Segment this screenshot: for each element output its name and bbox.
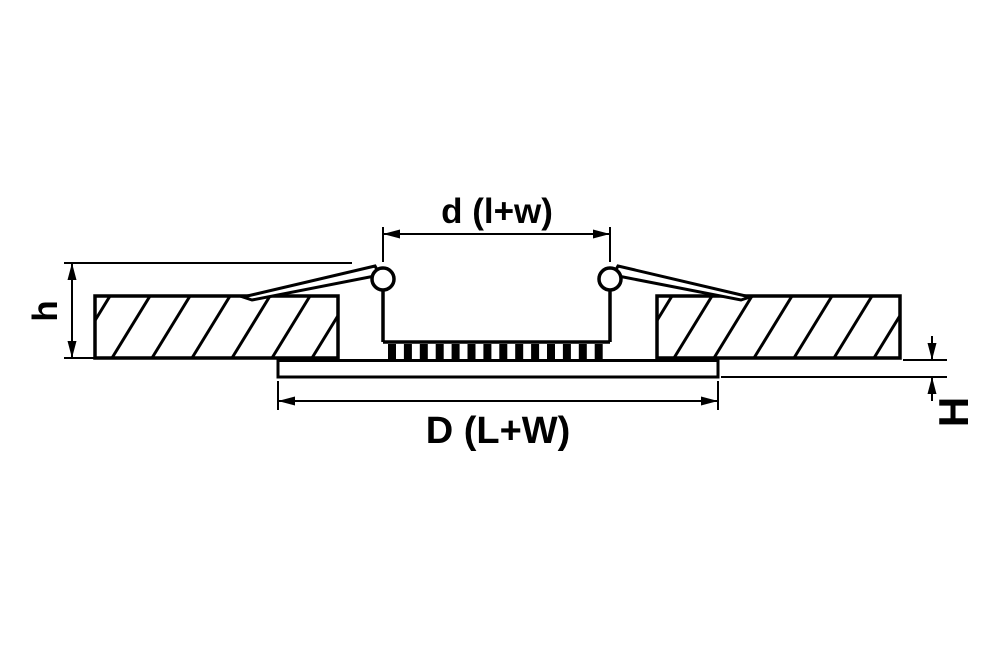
- ceiling-block-right: [655, 294, 902, 360]
- fin: [451, 344, 460, 360]
- arrowhead-icon: [593, 229, 610, 239]
- fin: [594, 344, 603, 360]
- hatch-line: [655, 295, 674, 322]
- ceiling-block-left: [93, 294, 340, 360]
- hatch-line: [872, 314, 902, 359]
- fin: [499, 344, 508, 360]
- hatch-line: [150, 295, 192, 359]
- fin: [531, 344, 540, 360]
- arrowhead-icon: [383, 229, 400, 239]
- dimension-right: H: [721, 336, 977, 427]
- ceiling-block-right-outline: [655, 294, 902, 360]
- arrowhead-icon: [927, 377, 937, 394]
- fin: [388, 344, 396, 360]
- arrowhead-icon: [701, 396, 718, 406]
- fin: [547, 344, 555, 360]
- hatch-line: [230, 295, 272, 359]
- hatch-line: [712, 295, 754, 359]
- fin: [578, 344, 587, 360]
- fin: [562, 344, 571, 360]
- trim-plate: [276, 359, 720, 379]
- hatch-line: [792, 295, 834, 359]
- ceiling-block-left-outline: [93, 294, 340, 360]
- hatch-right: [655, 295, 902, 359]
- hatch-line: [310, 314, 340, 359]
- right-dimension-label: H: [930, 397, 977, 427]
- arrowhead-icon: [67, 341, 77, 358]
- hatch-line: [832, 295, 874, 359]
- top-dimension-label: d (l+w): [441, 192, 553, 231]
- fin: [483, 344, 492, 360]
- hatch-left: [93, 295, 340, 359]
- fin: [467, 344, 476, 360]
- dimension-left: h: [26, 262, 352, 359]
- clip-pivot-left: [370, 266, 396, 292]
- bottom-dimension-label: D (L+W): [426, 410, 571, 452]
- fin: [403, 344, 412, 360]
- hatch-line: [93, 295, 112, 322]
- fin: [515, 344, 524, 360]
- dimension-bottom: D (L+W): [277, 381, 719, 452]
- fin: [435, 344, 444, 360]
- hatch-line: [752, 295, 794, 359]
- arrowhead-icon: [927, 343, 937, 360]
- fin: [419, 344, 428, 360]
- hatch-line: [190, 295, 232, 359]
- dimension-top: d (l+w): [382, 192, 611, 262]
- hatch-line: [672, 295, 714, 359]
- clip-pivot-right: [597, 266, 623, 292]
- hatch-line: [110, 295, 152, 359]
- arrowhead-icon: [67, 263, 77, 280]
- arrowhead-icon: [278, 396, 295, 406]
- hatch-line: [270, 295, 312, 359]
- heatsink-fins: [383, 340, 610, 360]
- left-dimension-label: h: [26, 300, 65, 321]
